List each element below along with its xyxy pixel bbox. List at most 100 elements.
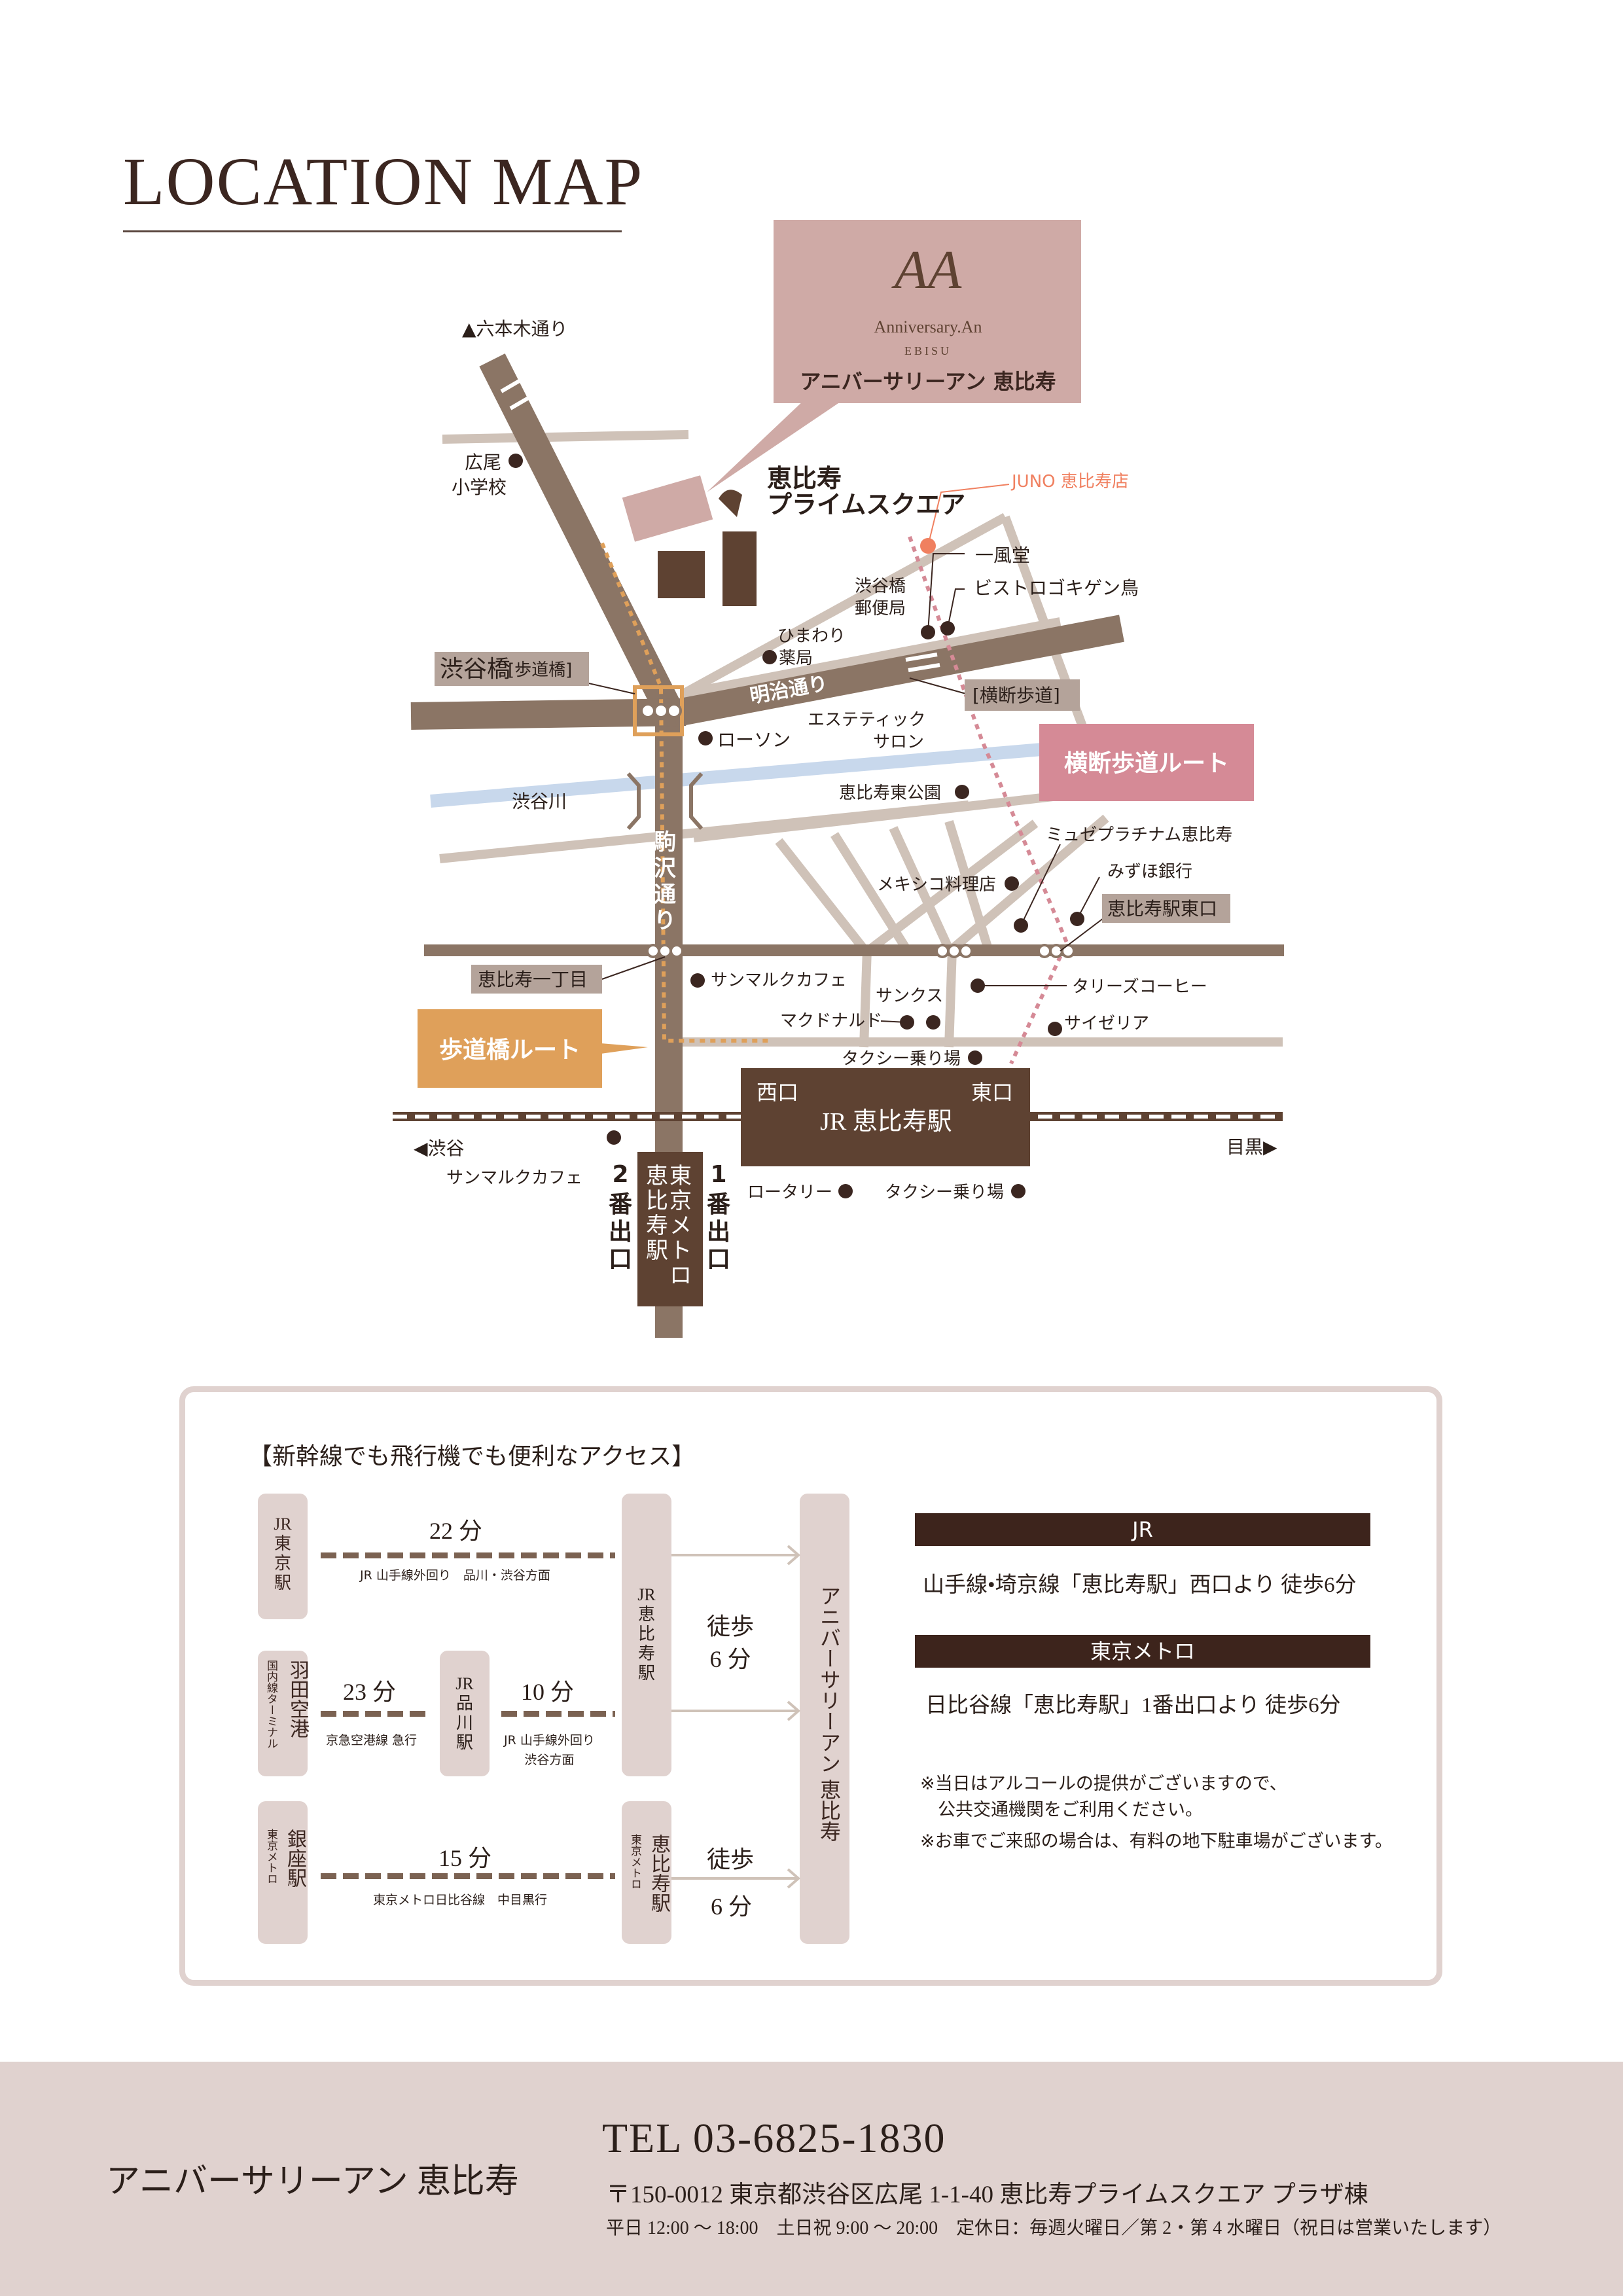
haneda-box: 羽田空港 国内線ターミナル	[258, 1651, 308, 1776]
jr-station-label: JR 恵比寿駅	[820, 1108, 952, 1136]
bridge-brackets	[626, 772, 704, 830]
komazawa-label-2: 沢	[654, 855, 677, 882]
himawari-label-1: ひまわり	[777, 626, 846, 646]
svg-text:寿: 寿	[646, 1213, 668, 1238]
access-heading: 【新幹線でも飛行機でも便利なアクセス】	[249, 1443, 696, 1469]
venue-card	[774, 220, 1081, 403]
metro-ebisu-box: 恵比寿駅 東京メトロ	[622, 1801, 671, 1944]
bridge-route-label: 歩道橋ルート	[439, 1037, 580, 1064]
itchome-box	[471, 965, 602, 994]
svg-text:出: 出	[609, 1219, 632, 1246]
esthetic-label-2: サロン	[873, 732, 924, 752]
prime-square-label-1: 恵比寿	[767, 464, 842, 493]
tullys-label: タリーズコーヒー	[1072, 977, 1207, 997]
svg-text:ロ: ロ	[669, 1264, 692, 1288]
metro-ebisu-label: 恵比寿駅	[648, 1834, 669, 1912]
access-panel	[179, 1386, 1442, 1986]
building-a	[658, 551, 705, 598]
exit-1-label: 1番出口	[707, 1161, 730, 1273]
st-marc-2-label: サンマルクカフェ	[446, 1168, 582, 1188]
haneda-label: 羽田空港	[287, 1660, 308, 1738]
overpass-marks	[500, 362, 940, 672]
west-gate-label: 西口	[757, 1080, 798, 1105]
route2b-line-label: JR 山手線外回り 渋谷方面	[504, 1733, 595, 1767]
route3-minutes: 15 分	[438, 1845, 492, 1871]
svg-text:ト: ト	[669, 1239, 692, 1263]
route2b-minutes: 10 分	[521, 1679, 575, 1705]
jr-tokyo-box: JR 東 京 駅	[258, 1494, 308, 1619]
post-office-label-2: 郵便局	[855, 599, 906, 619]
himawari-label-2: 薬局	[779, 649, 813, 668]
note-3: ※お車でご来邸の場合は、有料の地下駐車場がございます。	[920, 1831, 1393, 1852]
route1-line	[321, 1552, 615, 1558]
crosswalk-box	[965, 679, 1080, 711]
leader-lines	[565, 553, 1107, 1023]
saizeriya-label: サイゼリア	[1064, 1014, 1149, 1033]
venue-callout-pointer	[707, 399, 844, 492]
juno-label: JUNO 恵比寿店	[1010, 472, 1129, 492]
title-rule	[123, 230, 622, 232]
itchome-label: 恵比寿一丁目	[478, 969, 588, 990]
svg-text:比: 比	[646, 1189, 668, 1213]
komazawa-label-1: 駒	[654, 829, 676, 855]
svg-text:番: 番	[609, 1191, 632, 1218]
footer-address: 〒150-0012 東京都渋谷区広尾 1-1-40 恵比寿プライムスクエア プラ…	[606, 2181, 1368, 2208]
ippudo-label: 一風堂	[975, 545, 1030, 566]
walk-a-label: 徒歩 6 分	[707, 1613, 755, 1672]
ginza-sub-label: 東京メトロ	[265, 1829, 277, 1884]
route1-minutes: 22 分	[429, 1518, 483, 1544]
venue-logo-name: Anniversary.An	[874, 317, 982, 336]
svg-text:口: 口	[707, 1246, 730, 1273]
lawson-label: ローソン	[717, 729, 791, 751]
footer-tel[interactable]: TEL 03-6825-1830	[602, 2115, 946, 2161]
jr-tokyo-label: JR 東 京 駅	[274, 1515, 292, 1592]
jr-station-building	[741, 1068, 1030, 1166]
jr-info-text: 山手線•埼京線「恵比寿駅」西口より 徒歩6分	[923, 1573, 1357, 1597]
jr-ebisu-label: JR 恵 比 寿 駅	[637, 1585, 656, 1683]
ginza-label: 銀座駅	[284, 1829, 306, 1888]
metro-info-header: 東京メトロ	[915, 1635, 1370, 1668]
venue-destination-box: アニバーサリーアン 恵比寿	[800, 1494, 849, 1944]
mexican-label: メキシコ料理店	[877, 875, 996, 895]
jr-shinagawa-label: JR 品 川 駅	[455, 1674, 474, 1752]
metro-info-text: 日比谷線「恵比寿駅」1番出口より 徒歩6分	[925, 1694, 1341, 1717]
crosswalk-route-label: 横断歩道ルート	[1064, 750, 1229, 777]
bistro-label: ビストロゴキゲン鳥	[974, 577, 1139, 599]
route3-line	[321, 1873, 615, 1879]
east-exit-label: 恵比寿駅東口	[1107, 898, 1217, 920]
footer-hours: 平日 12:00 ～ 18:00 土日祝 9:00 ～ 20:00 定休日：毎週…	[606, 2218, 1502, 2238]
prime-square-tower	[719, 490, 742, 517]
footer	[0, 2062, 1623, 2296]
esthetic-label-1: エステティック	[808, 710, 925, 730]
to-shibuya-label: ◀渋谷	[414, 1138, 465, 1159]
roppongi-label: ▲六本木通り	[462, 318, 568, 340]
bridge-route-pointer	[601, 1043, 648, 1054]
footer-venue-name: アニバーサリーアン 恵比寿	[106, 2163, 519, 2200]
east-park-label: 恵比寿東公園	[839, 783, 941, 803]
walk-arrows	[671, 1545, 801, 1889]
musee-label: ミュゼプラチナム恵比寿	[1046, 825, 1232, 845]
prime-square-label-2: プライムスクエア	[767, 490, 965, 519]
komazawa-label-3: 通	[654, 882, 676, 908]
metro-station-building	[637, 1152, 703, 1306]
crosswalk-route-path	[908, 535, 1069, 1065]
bridge-route-path	[600, 542, 772, 1043]
building-b	[722, 531, 757, 606]
svg-text:2: 2	[612, 1161, 628, 1188]
svg-text:番: 番	[707, 1191, 730, 1218]
svg-text:メ: メ	[669, 1214, 692, 1238]
metro-ebisu-sub-label: 東京メトロ	[629, 1834, 641, 1890]
svg-text:東: 東	[669, 1164, 692, 1189]
ginza-box: 銀座駅 東京メトロ	[258, 1801, 308, 1944]
venue-logo-sub: EBISU	[904, 344, 952, 357]
note-2: 公共交通機関をご利用ください。	[920, 1800, 1203, 1820]
jr-ebisu-box: JR 恵 比 寿 駅	[622, 1494, 671, 1776]
haneda-sub-label: 国内線ターミナル	[265, 1660, 277, 1749]
shibuya-river	[430, 743, 1043, 808]
st-marc-1-label: サンマルクカフェ	[711, 971, 847, 990]
jr-info-header: JR	[915, 1513, 1370, 1546]
svg-text:駅: 駅	[646, 1239, 668, 1263]
shibuya-river-label: 渋谷川	[512, 791, 567, 812]
landmark-dots	[508, 454, 1084, 1198]
